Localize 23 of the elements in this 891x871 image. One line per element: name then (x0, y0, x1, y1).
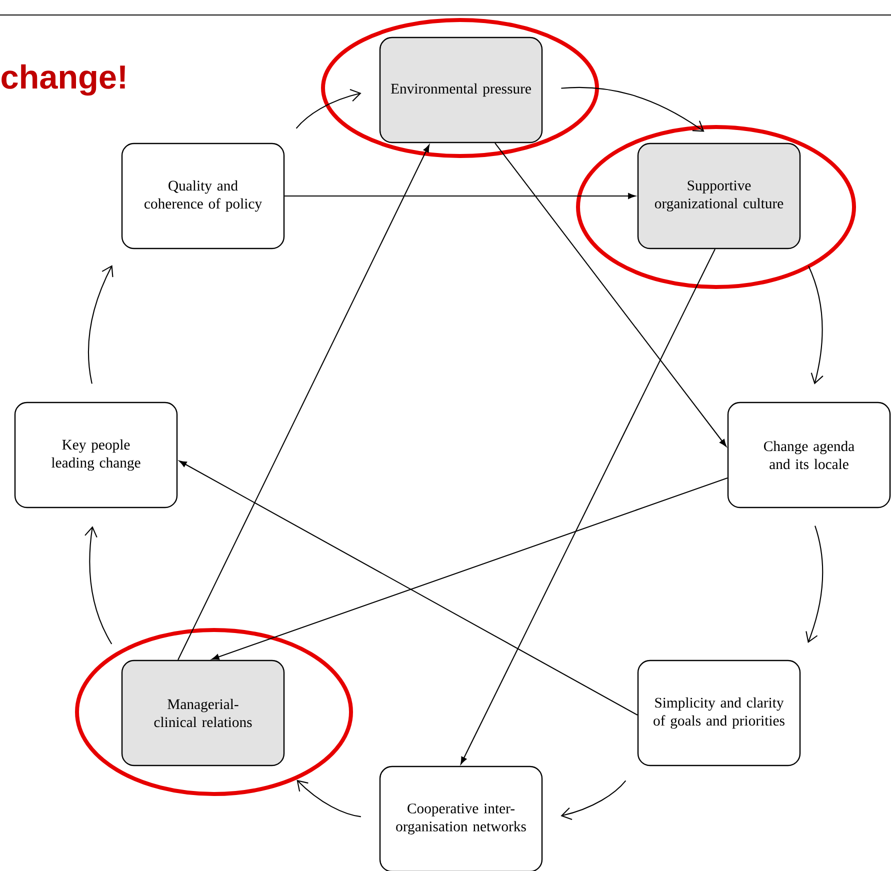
arrow (296, 88, 362, 129)
process-box: Quality and coherence of policy (121, 142, 285, 250)
arrow (806, 526, 824, 644)
arrow (212, 478, 728, 660)
arrow (178, 144, 430, 660)
process-box: Environmental pressure (379, 36, 543, 144)
arrow (808, 266, 824, 384)
process-box: Cooperative inter-organisation networks (379, 766, 543, 871)
process-box: Simplicity and clarity of goals and priorities (637, 660, 801, 766)
process-box: Key people leading change (14, 402, 178, 508)
process-box: Change agenda and its locale (727, 402, 891, 508)
arrow (179, 460, 638, 716)
arrow (284, 193, 636, 199)
title: change! (2, 64, 125, 96)
arrow (494, 142, 727, 447)
process-box: Managerial-clinical relations (121, 660, 285, 766)
process-box: Supportive organizational culture (637, 142, 801, 250)
arrow (88, 265, 114, 384)
arrow (560, 780, 626, 820)
arrow (460, 248, 716, 764)
arrow (296, 780, 361, 818)
arrow (561, 86, 704, 132)
arrow (84, 526, 112, 644)
